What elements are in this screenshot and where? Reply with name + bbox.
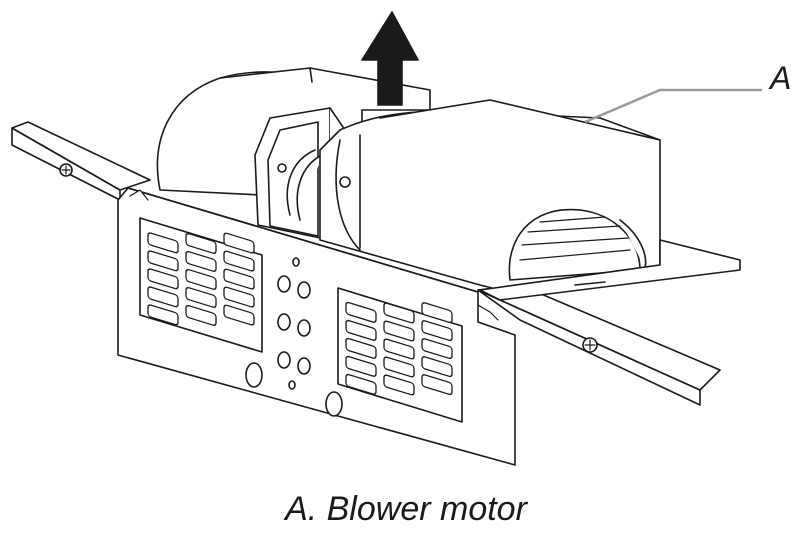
callout-leader-line bbox=[584, 88, 762, 124]
figure-caption: A. Blower motor bbox=[285, 490, 527, 528]
center-holes bbox=[245, 257, 343, 417]
up-arrow-icon bbox=[361, 11, 419, 106]
right-bracket bbox=[479, 239, 741, 301]
callout-label-a: A bbox=[770, 60, 792, 96]
left-mounting-rail bbox=[11, 121, 151, 201]
left-grille bbox=[139, 217, 263, 353]
right-blower-housing bbox=[319, 99, 661, 291]
right-grille bbox=[337, 287, 463, 423]
